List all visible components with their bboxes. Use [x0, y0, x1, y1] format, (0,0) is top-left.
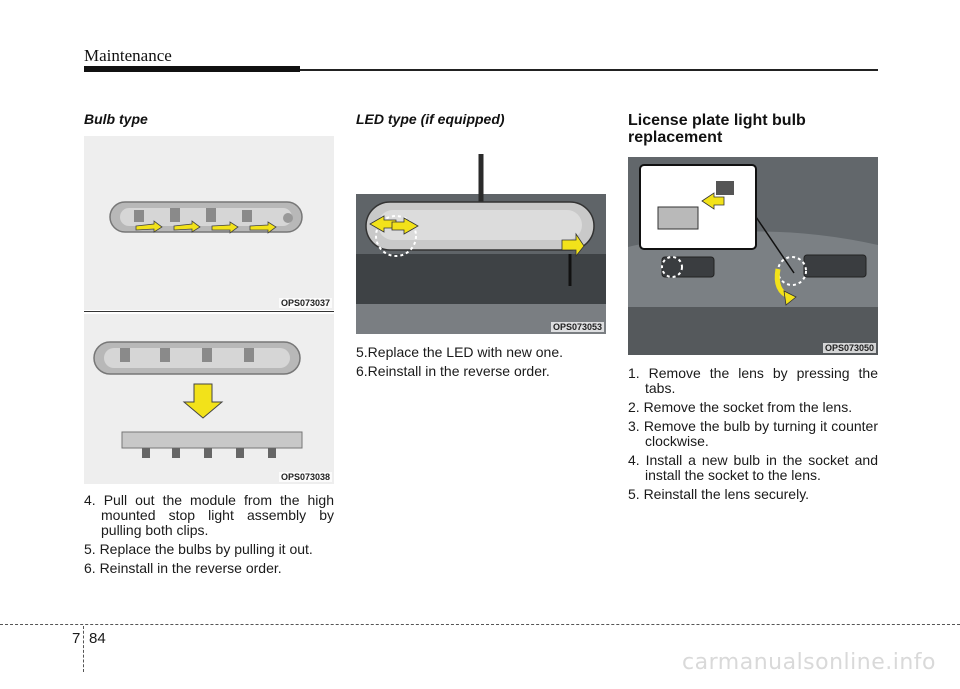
figure-license-light: OPS073050: [628, 157, 878, 355]
step-item: 5.Replace the LED with new one.: [356, 344, 564, 360]
step-item: 5. Replace the bulbs by pulling it out.: [84, 541, 313, 557]
steps-list: 4. Pull out the module from the high mou…: [84, 493, 334, 580]
heading-license-plate: License plate light bulb replacement: [628, 112, 806, 146]
step-item: 2. Remove the socket from the lens.: [628, 399, 853, 415]
subhead-bulb-type: Bulb type: [84, 111, 148, 127]
figure-module-removal: OPS073038: [84, 314, 334, 484]
header-rule: [84, 69, 878, 71]
steps-list: 5.Replace the LED with new one. 6.Reinst…: [356, 345, 606, 383]
section-title: Maintenance: [84, 46, 172, 65]
subhead-led-type: LED type (if equipped): [356, 111, 505, 127]
step-item: 5. Reinstall the lens securely.: [628, 486, 810, 502]
footer-vertical-divider: [83, 626, 84, 672]
figure-caption: OPS073050: [822, 343, 876, 353]
figure-caption: OPS073053: [550, 322, 604, 332]
figure-caption: OPS073037: [278, 298, 332, 308]
figure-high-mount-bulbs: OPS073037: [84, 136, 334, 310]
watermark: carmanualsonline.info: [682, 650, 936, 675]
figure-caption: OPS073038: [278, 472, 332, 482]
step-item: 6. Reinstall in the reverse order.: [84, 560, 282, 576]
steps-list: 1. Remove the lens by pressing the tabs.…: [628, 366, 878, 506]
step-item: 3. Remove the bulb by turning it counter…: [628, 418, 878, 449]
step-item: 4. Install a new bulb in the socket and …: [628, 452, 878, 483]
chapter-number: 7: [72, 630, 81, 647]
figure-led-assembly: OPS073053: [356, 136, 606, 334]
step-item: 4. Pull out the module from the high mou…: [84, 492, 334, 538]
step-item: 6.Reinstall in the reverse order.: [356, 363, 550, 379]
page-number: 84: [89, 630, 106, 647]
step-item: 1. Remove the lens by pressing the tabs.: [628, 365, 878, 396]
header-bar: [84, 66, 300, 72]
footer-divider: [0, 624, 960, 625]
figure-divider: [84, 311, 334, 312]
